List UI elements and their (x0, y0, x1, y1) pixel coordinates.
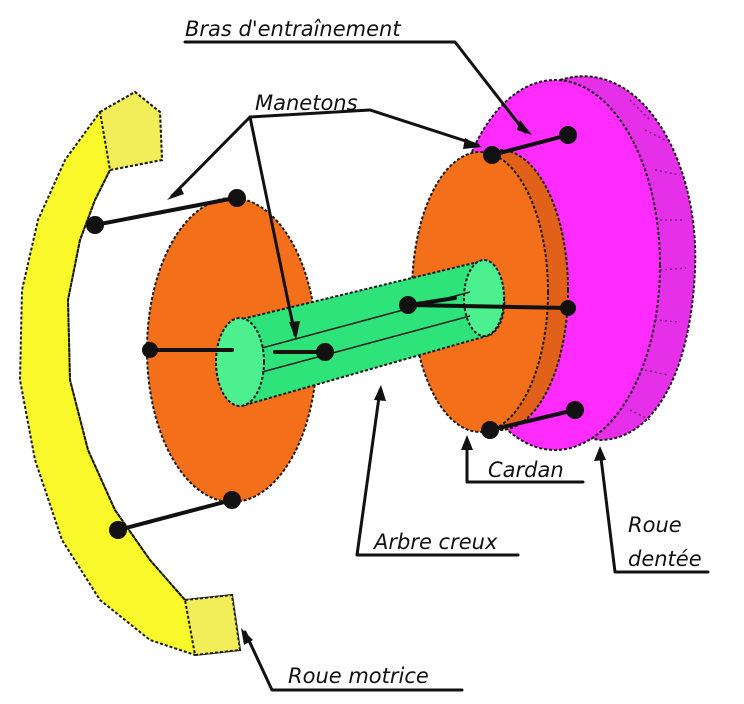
leader-manetons-left (170, 115, 252, 198)
arrow-roue-motrice (241, 628, 253, 645)
manetons-pins (86, 126, 584, 539)
bras-arbre-interne (408, 296, 457, 307)
maneton-1 (86, 216, 104, 234)
maneton-2 (228, 189, 246, 207)
label-bras: Bras d'entraînement (185, 17, 401, 41)
arbre-end-right (463, 259, 505, 337)
maneton-7 (483, 146, 501, 164)
maneton-11 (481, 421, 499, 439)
roue-dentee-teeth (629, 99, 687, 421)
arrow-manetons-mid (289, 321, 300, 340)
arrow-cardan (461, 435, 473, 450)
maneton-4 (316, 343, 334, 361)
bras-droite-bas (488, 408, 577, 432)
label-roue-motrice: Roue motrice (288, 664, 429, 688)
arbre-creux (215, 259, 506, 407)
maneton-9 (399, 296, 417, 314)
label-roue-dentee-2: dentée (628, 547, 702, 571)
maneton-12 (566, 401, 584, 419)
label-manetons: Manetons (255, 91, 358, 115)
roue-motrice-top-face (98, 90, 164, 172)
maneton-6 (109, 521, 127, 539)
label-cardan: Cardan (488, 458, 564, 482)
leader-lines (167, 40, 710, 692)
leader-cardan (465, 438, 585, 484)
roue-motrice-bottom-face (183, 593, 242, 657)
bras-droite-milieu (406, 303, 570, 310)
leader-bras (183, 40, 527, 134)
arrow-bras (517, 120, 532, 135)
arrow-arbre (374, 385, 386, 401)
arrow-manetons-right (463, 138, 482, 149)
arbre-end-left (215, 317, 265, 407)
roue-motrice-body (18, 90, 242, 657)
leader-roue-dentee (598, 448, 710, 574)
leader-manetons-right (368, 108, 480, 147)
bras-bas (116, 498, 234, 532)
leader-manetons-base (248, 108, 372, 119)
roue-motrice (18, 90, 242, 657)
bras-haut (93, 196, 237, 227)
maneton-5 (223, 491, 241, 509)
arrow-roue-dentee (594, 446, 606, 461)
leader-manetons-mid (248, 115, 297, 337)
label-roue-dentee-1: Roue (628, 513, 682, 537)
roue-motrice-inner-edge (66, 169, 186, 601)
arrow-manetons-left (167, 186, 184, 200)
maneton-8 (559, 126, 577, 144)
maneton-10 (560, 300, 576, 316)
leader-roue-motrice (243, 630, 464, 692)
bras-droite-haut (490, 133, 570, 157)
maneton-3 (142, 342, 158, 358)
label-arbre: Arbre creux (372, 530, 498, 554)
leader-arbre (355, 388, 520, 557)
